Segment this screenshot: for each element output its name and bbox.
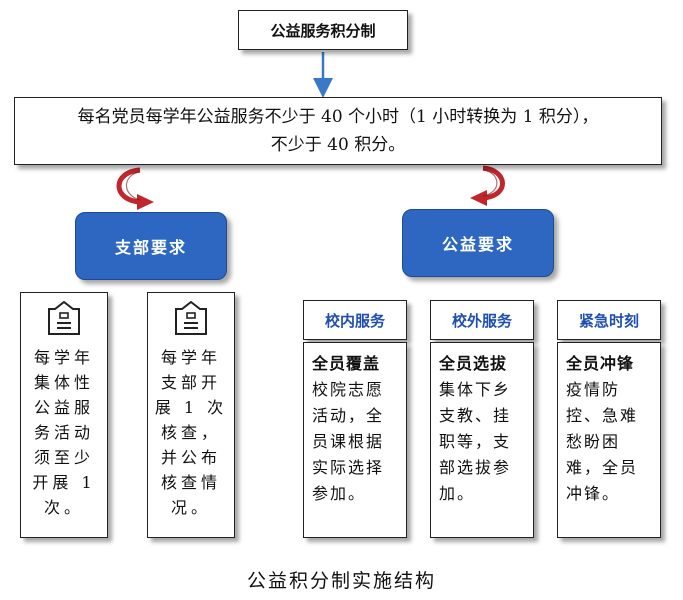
card-body-text: 校院志愿活动，全员课根据实际选择参加。: [312, 380, 385, 503]
text-line: 集体性: [33, 373, 94, 392]
text-line: 开展 1: [32, 473, 96, 492]
card-bold-title: 全员选拔: [439, 354, 508, 373]
card-a-text: 每学年 集体性 公益服 务活动 须至少 开展 1 次。: [32, 345, 95, 520]
branch-card-check: 每学年 支部开 展 1 次 核查， 并公布 核查情 况。: [147, 292, 235, 538]
text-line: 每学年: [160, 348, 221, 367]
text-line: 须至少: [33, 448, 94, 467]
text-line: 并公布: [160, 448, 221, 467]
text-line: 次。: [43, 498, 84, 517]
emergency-card: 全员冲锋 疫情防控、急难愁盼困难，全员冲锋。: [557, 342, 661, 538]
off-campus-service-header: 校外服务: [430, 300, 534, 340]
emergency-header: 紧急时刻: [557, 300, 661, 340]
branch-card-activity: 每学年 集体性 公益服 务活动 须至少 开展 1 次。: [20, 292, 108, 538]
card-bold-title: 全员冲锋: [566, 354, 635, 373]
off-campus-service-card: 全员选拔 集体下乡支教、挂职等，支部选拔参加。: [430, 342, 534, 538]
on-campus-service-card: 全员覆盖 校院志愿活动，全员课根据实际选择参加。: [303, 342, 407, 538]
text-line: 况。: [170, 498, 211, 517]
curved-arrow-icon-right: [470, 165, 505, 206]
text-line: 展 1 次: [154, 398, 228, 417]
main-requirement-box: 每名党员每学年公益服务不少于 40 个小时（1 小时转换为 1 积分）， 不少于…: [14, 97, 662, 165]
text-line: 支部开: [160, 373, 221, 392]
main-text-line2: 不少于 40 积分。: [270, 135, 406, 155]
on-campus-service-header: 校内服务: [303, 300, 407, 340]
figure-caption: 公益积分制实施结构: [246, 570, 436, 592]
card-body-text: 疫情防控、急难愁盼困难，全员冲锋。: [566, 380, 639, 503]
branch-requirement-box: 支部要求: [75, 212, 227, 280]
text-line: 务活动: [33, 423, 94, 442]
public-service-requirement-box: 公益要求: [402, 209, 554, 277]
text-line: 核查情: [160, 473, 221, 492]
diagram-title: 公益服务积分制: [238, 10, 408, 50]
text-line: 每学年: [33, 348, 94, 367]
badge-icon: [175, 301, 207, 335]
card-body-text: 集体下乡支教、挂职等，支部选拔参加。: [439, 380, 512, 503]
text-line: 公益服: [33, 398, 94, 417]
main-text-line1: 每名党员每学年公益服务不少于 40 个小时（1 小时转换为 1 积分），: [77, 107, 599, 127]
text-line: 核查，: [160, 423, 221, 442]
badge-icon: [48, 301, 80, 335]
curved-arrow-icon-left: [116, 167, 154, 210]
card-b-text: 每学年 支部开 展 1 次 核查， 并公布 核查情 况。: [155, 345, 227, 520]
card-bold-title: 全员覆盖: [312, 354, 381, 373]
